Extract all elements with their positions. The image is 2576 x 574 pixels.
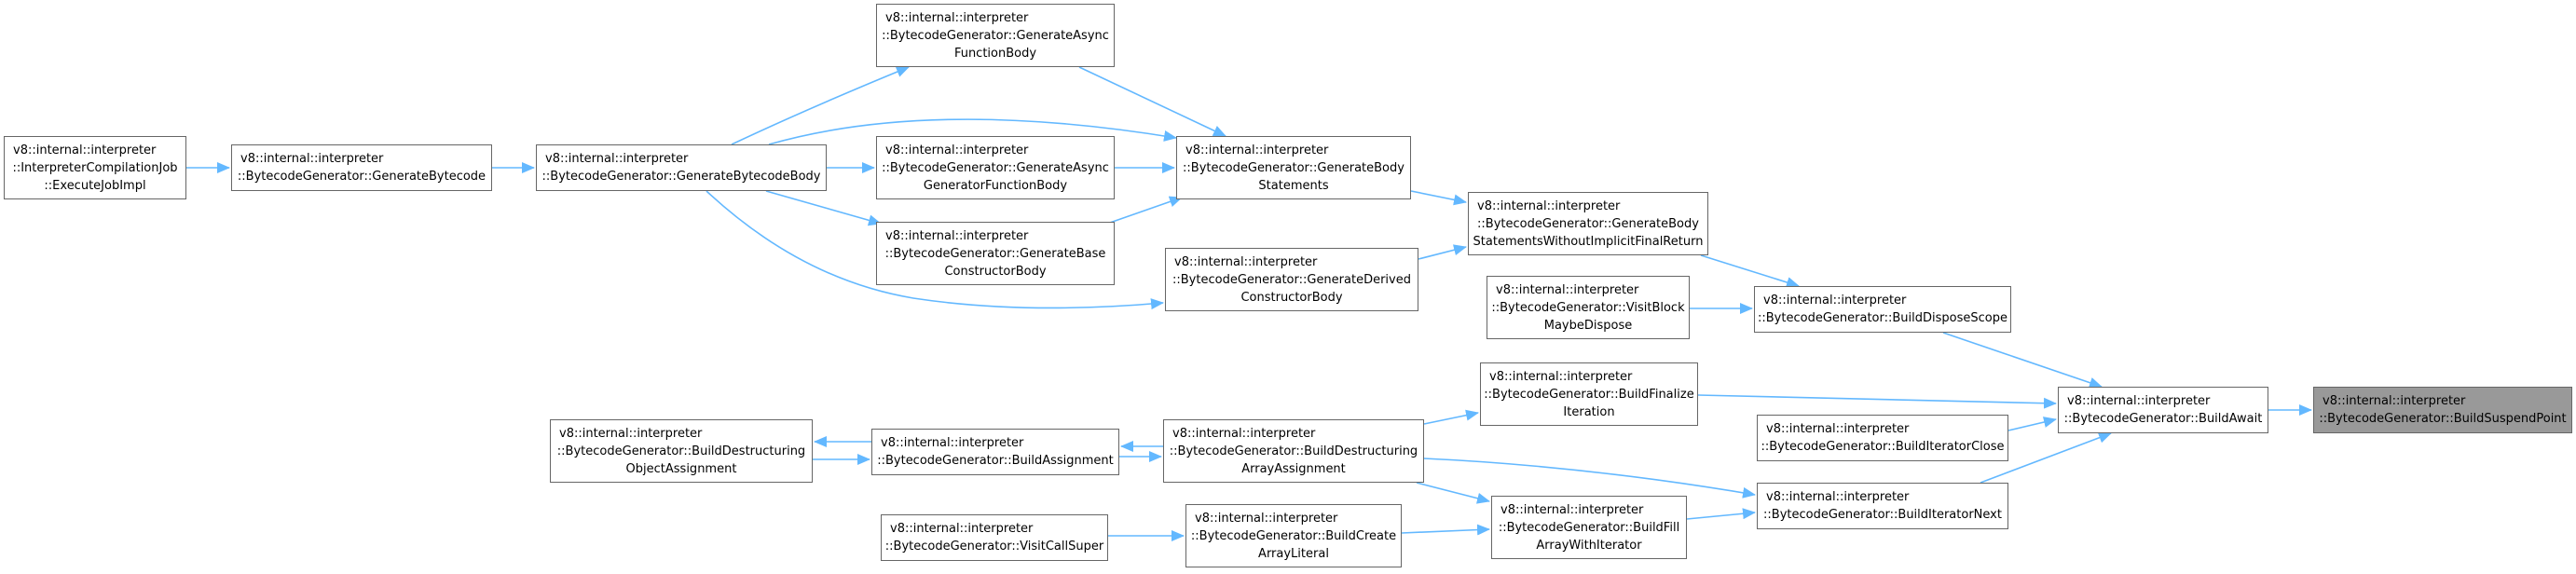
node-line: ::BytecodeGenerator::BuildAssignment bbox=[877, 454, 1114, 468]
node-line: ::BytecodeGenerator::BuildSuspendPoint bbox=[2319, 412, 2567, 426]
node-line: v8::internal::interpreter bbox=[1174, 254, 1318, 269]
node-line: v8::internal::interpreter bbox=[890, 522, 1034, 536]
edge-buildfinalize-to-buildawait bbox=[1697, 394, 2057, 409]
node-generate-body-statements-without-implicit-final-return[interactable]: v8::internal::interpreter ::BytecodeGene… bbox=[1468, 192, 1708, 255]
node-line: v8::internal::interpreter bbox=[881, 436, 1024, 450]
edge-builddispose-to-buildawait bbox=[1942, 332, 2103, 389]
node-line: v8::internal::interpreter bbox=[885, 143, 1029, 157]
node-generate-async-function-body[interactable]: v8::internal::interpreter ::BytecodeGene… bbox=[876, 4, 1115, 67]
node-line: ::BytecodeGenerator::BuildCreate bbox=[1190, 528, 1397, 543]
node-line: v8::internal::interpreter bbox=[1763, 294, 1907, 308]
node-build-create-array-literal[interactable]: v8::internal::interpreter ::BytecodeGene… bbox=[1185, 504, 1402, 567]
node-build-iterator-close[interactable]: v8::internal::interpreter ::BytecodeGene… bbox=[1757, 415, 2008, 461]
node-generate-async-generator-function-body[interactable]: v8::internal::interpreter ::BytecodeGene… bbox=[876, 136, 1115, 199]
node-line: ::BytecodeGenerator::VisitBlock bbox=[1491, 300, 1685, 315]
edge-builditerclose-to-buildawait bbox=[2007, 417, 2057, 431]
node-line: v8::internal::interpreter bbox=[1766, 422, 1910, 436]
node-build-await[interactable]: v8::internal::interpreter ::BytecodeGene… bbox=[2058, 387, 2268, 433]
node-line: ArrayAssignment bbox=[1241, 461, 1346, 476]
node-build-assignment[interactable]: v8::internal::interpreter ::BytecodeGene… bbox=[871, 429, 1119, 475]
edge-genbodynoret-to-builddispose bbox=[1700, 254, 1800, 288]
node-build-fill-array-with-iterator[interactable]: v8::internal::interpreter ::BytecodeGene… bbox=[1491, 496, 1687, 559]
edge-genbytecodebody-to-genbodystmts bbox=[768, 118, 1177, 145]
node-line: ::BytecodeGenerator::BuildDisposeScope bbox=[1758, 311, 2007, 325]
node-line: ::BytecodeGenerator::GenerateBody bbox=[1183, 160, 1404, 175]
node-line: GeneratorFunctionBody bbox=[923, 178, 1068, 193]
node-generate-body-statements[interactable]: v8::internal::interpreter ::BytecodeGene… bbox=[1176, 136, 1411, 199]
node-line: ::BytecodeGenerator::VisitCallSuper bbox=[884, 540, 1104, 554]
node-line: ::BytecodeGenerator::BuildDestructuring bbox=[1169, 444, 1418, 458]
node-line: v8::internal::interpreter bbox=[559, 426, 703, 441]
node-line: ::BytecodeGenerator::BuildFinalize bbox=[1484, 387, 1694, 402]
node-generate-base-constructor-body[interactable]: v8::internal::interpreter ::BytecodeGene… bbox=[876, 222, 1115, 285]
node-line: ::BytecodeGenerator::GenerateBytecode bbox=[237, 170, 486, 184]
node-line: v8::internal::interpreter bbox=[240, 152, 384, 166]
node-generate-bytecode-body[interactable]: v8::internal::interpreter ::BytecodeGene… bbox=[536, 144, 827, 191]
edge-buildcreatearr-to-buildfillarr bbox=[1401, 524, 1490, 536]
node-line: Iteration bbox=[1563, 404, 1615, 419]
node-line: v8::internal::interpreter bbox=[1477, 198, 1621, 213]
node-line: v8::internal::interpreter bbox=[1489, 369, 1633, 384]
edge-genbytecodebody-to-genderivedctor bbox=[706, 190, 1164, 310]
node-line: v8::internal::interpreter bbox=[545, 152, 689, 166]
node-line: v8::internal::interpreter bbox=[1172, 426, 1316, 441]
edge-genderivedctor-to-genbodynoret bbox=[1418, 244, 1467, 260]
node-line: v8::internal::interpreter bbox=[13, 143, 157, 157]
node-visit-call-super[interactable]: v8::internal::interpreter ::BytecodeGene… bbox=[881, 514, 1108, 561]
edge-genbasector-to-genbodystmts bbox=[1106, 196, 1183, 225]
node-line: ::BytecodeGenerator::BuildIteratorNext bbox=[1763, 508, 2002, 522]
node-line: ::BytecodeGenerator::GenerateBase bbox=[884, 246, 1106, 261]
node-interpreter-compilation-job-execute-job-impl[interactable]: v8::internal::interpreter ::InterpreterC… bbox=[4, 136, 186, 199]
node-line: v8::internal::interpreter bbox=[1496, 282, 1639, 297]
edge-genbytecodebody-to-genasyncfunc bbox=[731, 66, 910, 145]
node-build-dispose-scope[interactable]: v8::internal::interpreter ::BytecodeGene… bbox=[1754, 286, 2011, 333]
node-line: ArrayWithIterator bbox=[1536, 538, 1642, 553]
edge-genasyncfunc-to-genbodystmts bbox=[1078, 66, 1226, 137]
node-line: v8::internal::interpreter bbox=[1195, 511, 1338, 526]
node-build-iterator-next[interactable]: v8::internal::interpreter ::BytecodeGene… bbox=[1757, 483, 2008, 529]
node-line: ::BytecodeGenerator::GenerateAsync bbox=[882, 28, 1109, 43]
node-line: ::BytecodeGenerator::BuildIteratorClose bbox=[1761, 440, 2005, 454]
node-line: ConstructorBody bbox=[944, 264, 1047, 279]
node-line: ArrayLiteral bbox=[1258, 546, 1329, 561]
node-line: v8::internal::interpreter bbox=[1185, 143, 1329, 157]
node-line: v8::internal::interpreter bbox=[1766, 490, 1910, 504]
node-generate-bytecode[interactable]: v8::internal::interpreter ::BytecodeGene… bbox=[231, 144, 492, 191]
node-line: FunctionBody bbox=[953, 46, 1037, 61]
node-line: v8::internal::interpreter bbox=[1500, 502, 1644, 517]
node-line: ::BytecodeGenerator::BuildFill bbox=[1498, 520, 1680, 535]
node-line: Statements bbox=[1258, 178, 1329, 193]
node-line: ::BytecodeGenerator::GenerateAsync bbox=[882, 160, 1109, 175]
node-line: ::BytecodeGenerator::GenerateBody bbox=[1477, 216, 1699, 231]
node-build-destructuring-object-assignment[interactable]: v8::internal::interpreter ::BytecodeGene… bbox=[550, 419, 813, 483]
node-line: ObjectAssignment bbox=[625, 461, 737, 476]
node-line: ConstructorBody bbox=[1240, 290, 1343, 305]
edge-builddestrarr-to-buildfinalize bbox=[1423, 409, 1479, 425]
node-line: ::BytecodeGenerator::BuildAwait bbox=[2063, 412, 2263, 426]
edge-buildfillarr-to-builditernext bbox=[1686, 508, 1756, 520]
node-line: ::BytecodeGenerator::GenerateBytecodeBod… bbox=[541, 170, 821, 184]
node-line: v8::internal::interpreter bbox=[2323, 394, 2466, 408]
node-line: v8::internal::interpreter bbox=[885, 228, 1029, 243]
edge-builddestrarr-to-buildfillarr bbox=[1416, 482, 1490, 504]
node-build-suspend-point[interactable]: v8::internal::interpreter ::BytecodeGene… bbox=[2313, 387, 2572, 433]
node-line: v8::internal::interpreter bbox=[2067, 394, 2211, 408]
node-line: ::InterpreterCompilationJob bbox=[12, 160, 178, 175]
node-build-finalize-iteration[interactable]: v8::internal::interpreter ::BytecodeGene… bbox=[1480, 362, 1698, 426]
edge-builddestrarr-to-builditernext bbox=[1423, 458, 1756, 499]
node-line: v8::internal::interpreter bbox=[885, 10, 1029, 25]
node-line: ::BytecodeGenerator::BuildDestructuring bbox=[556, 444, 806, 458]
node-visit-block-maybe-dispose[interactable]: v8::internal::interpreter ::BytecodeGene… bbox=[1487, 276, 1690, 339]
node-build-destructuring-array-assignment[interactable]: v8::internal::interpreter ::BytecodeGene… bbox=[1163, 419, 1424, 483]
node-line: MaybeDispose bbox=[1543, 318, 1633, 333]
node-line: ::BytecodeGenerator::GenerateDerived bbox=[1172, 272, 1411, 287]
edge-genbytecodebody-to-genbasector bbox=[765, 190, 882, 226]
edge-builditernext-to-buildawait bbox=[1980, 431, 2112, 484]
node-line: StatementsWithoutImplicitFinalReturn bbox=[1473, 234, 1704, 249]
node-generate-derived-constructor-body[interactable]: v8::internal::interpreter ::BytecodeGene… bbox=[1165, 248, 1418, 311]
edge-genbodystmts-to-genbodynoret bbox=[1410, 190, 1467, 206]
node-line: ::ExecuteJobImpl bbox=[44, 178, 146, 193]
